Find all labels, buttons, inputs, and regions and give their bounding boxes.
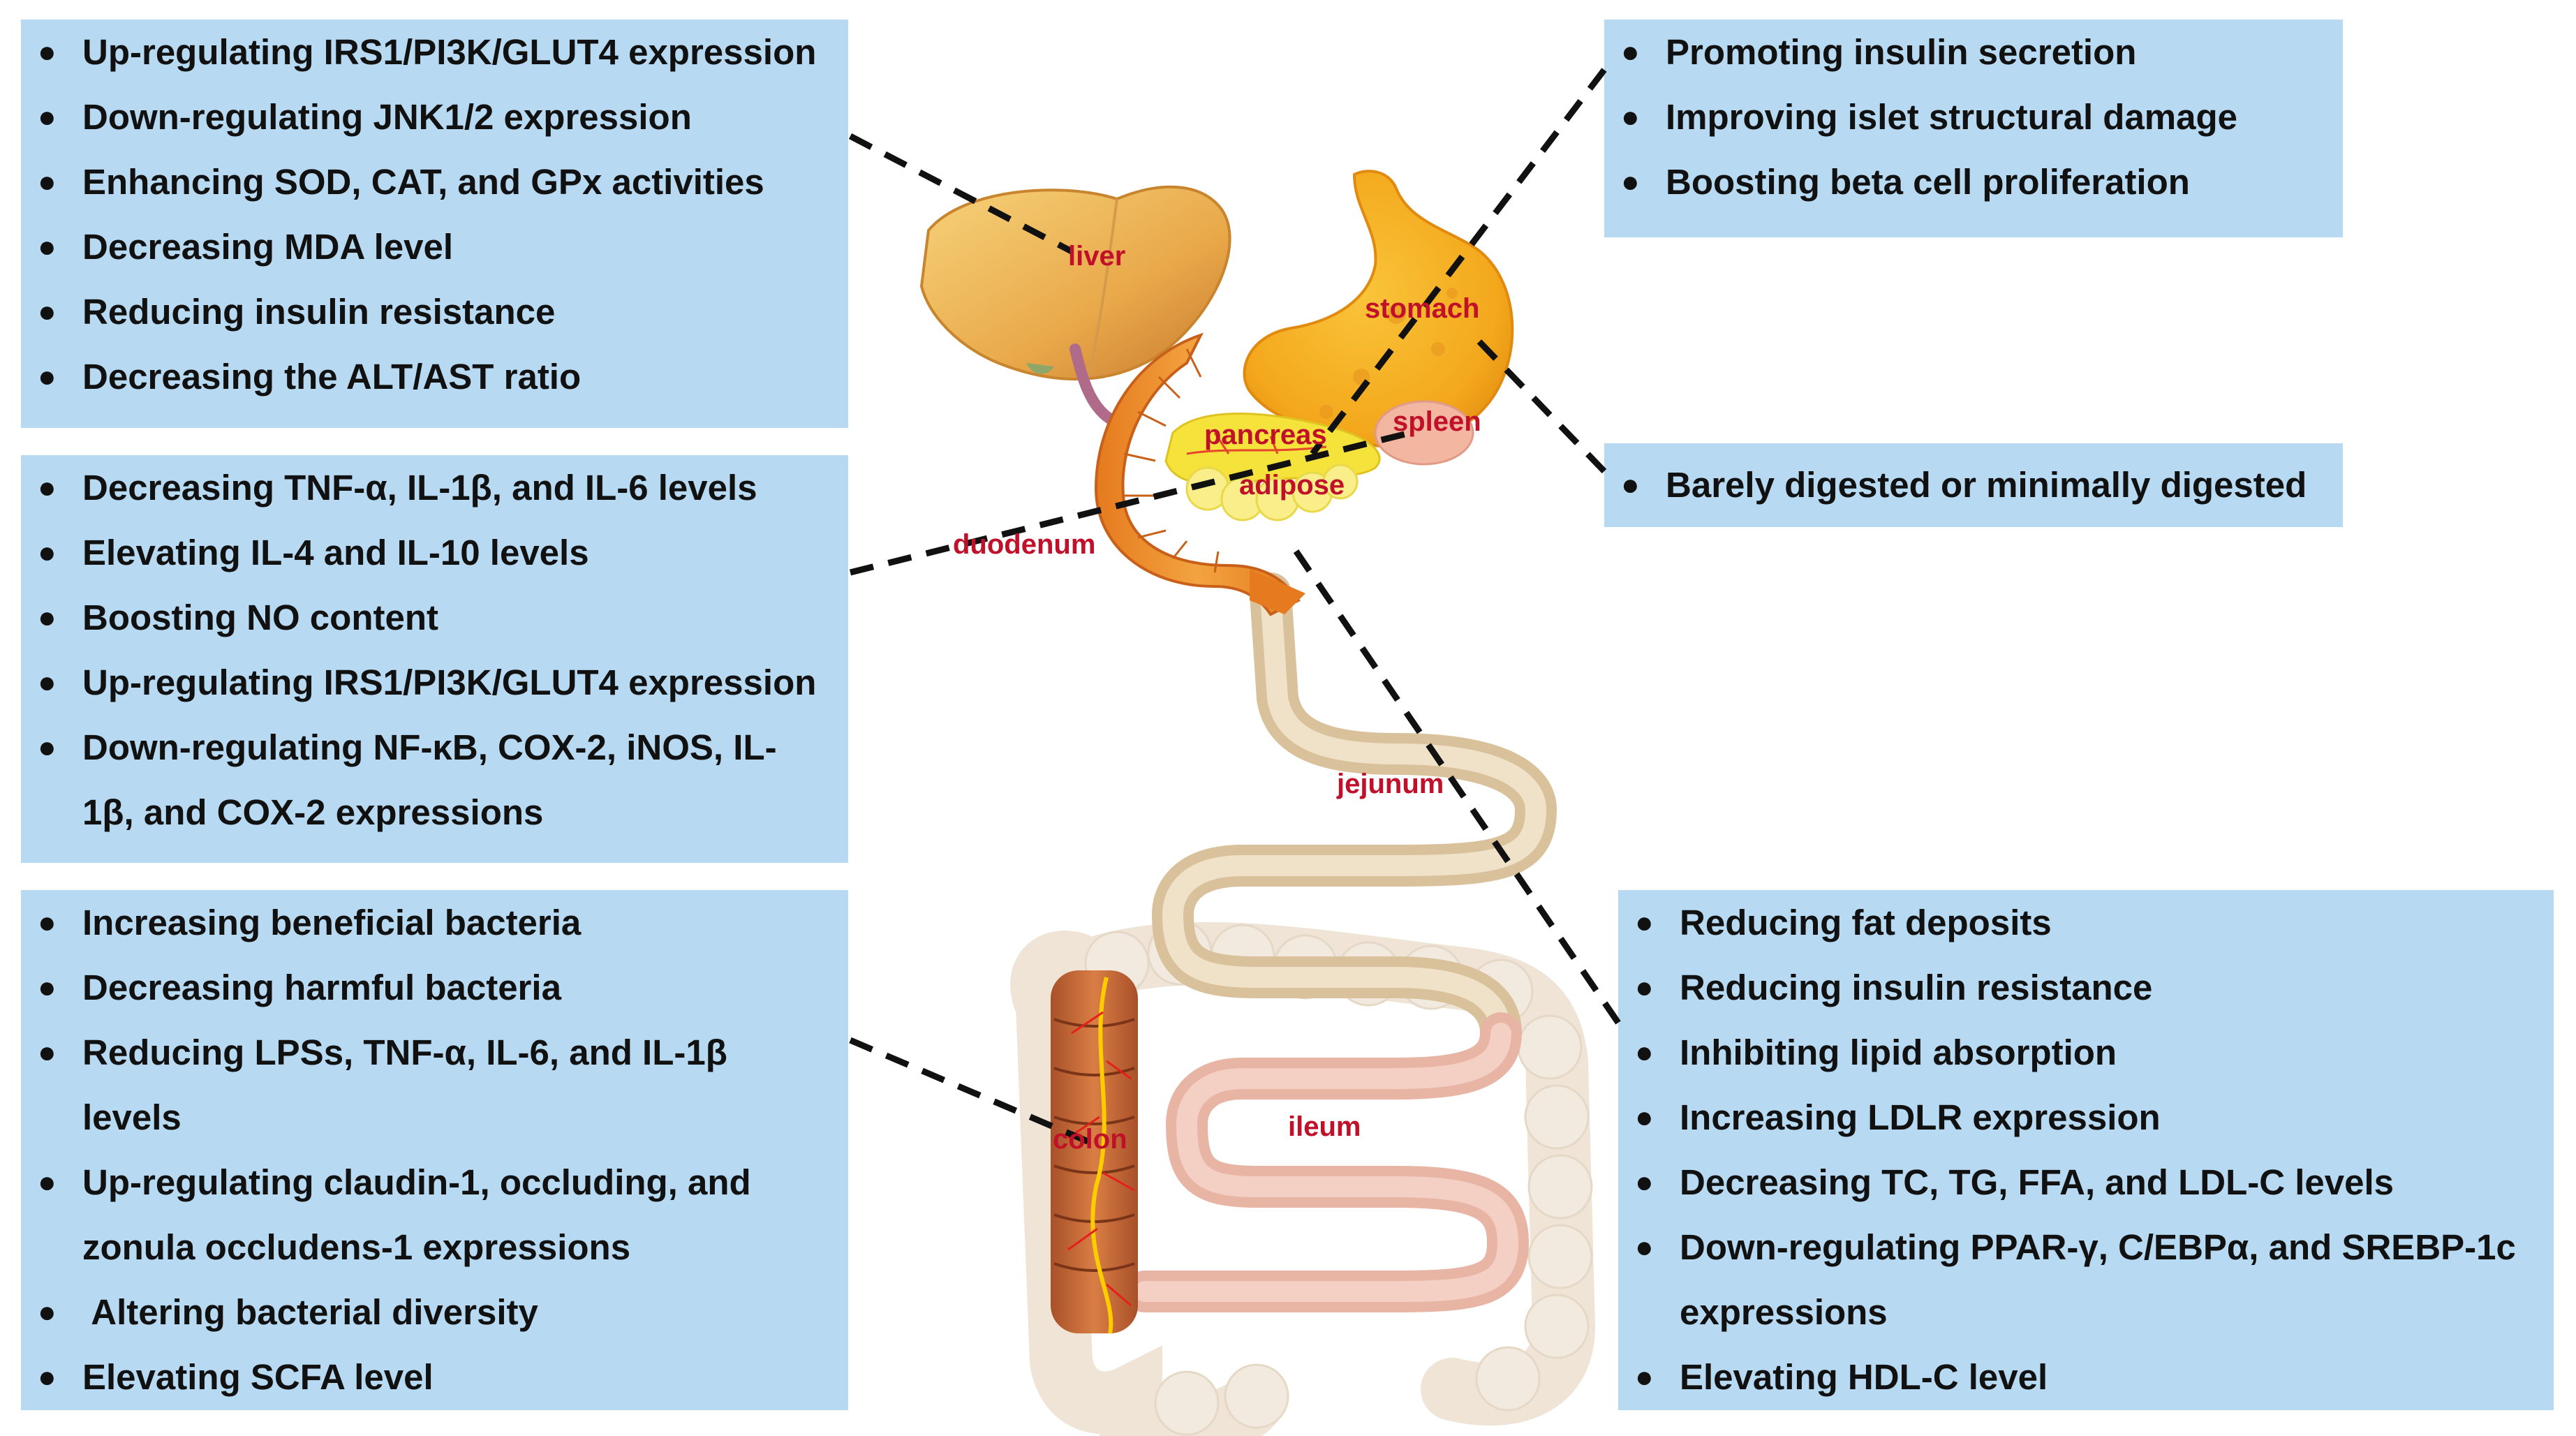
adipose-shape	[1185, 464, 1359, 521]
colon-effects-box: Increasing beneficial bacteria Decreasin…	[21, 890, 848, 1410]
pancreas-effects-list: Promoting insulin secretion Improving is…	[1604, 20, 2343, 214]
stomach-effects-box: Barely digested or minimally digested	[1604, 443, 2343, 527]
organ-label-liver: liver	[1068, 241, 1125, 272]
ileum-effects-box: Reducing fat deposits Reducing insulin r…	[1618, 890, 2554, 1410]
list-item: Down-regulating NF-κB, COX-2, iNOS, IL-1…	[21, 715, 848, 845]
list-item: Increasing beneficial bacteria	[21, 890, 848, 955]
leader-line-duodenum	[849, 429, 1412, 576]
list-item: Up-regulating IRS1/PI3K/GLUT4 expression	[21, 650, 848, 715]
list-item: Promoting insulin secretion	[1604, 20, 2343, 84]
list-item: Elevating HDL-C level	[1618, 1345, 2554, 1409]
organ-label-spleen: spleen	[1393, 406, 1481, 437]
organ-label-pancreas: pancreas	[1204, 420, 1327, 450]
list-item: Reducing fat deposits	[1618, 890, 2554, 955]
list-item: Inhibiting lipid absorption	[1618, 1020, 2554, 1085]
list-item: Barely digested or minimally digested	[1604, 443, 2343, 527]
colon-effects-list: Increasing beneficial bacteria Decreasin…	[21, 890, 848, 1409]
list-item: Improving islet structural damage	[1604, 84, 2343, 149]
organ-label-ileum: ileum	[1288, 1111, 1361, 1142]
liver-effects-list: Up-regulating IRS1/PI3K/GLUT4 expression…	[21, 20, 848, 409]
duodenum-effects-box: Decreasing TNF-α, IL-1β, and IL-6 levels…	[21, 455, 848, 863]
list-item: Elevating SCFA level	[21, 1345, 848, 1409]
leader-line-stomach	[1470, 332, 1607, 474]
list-item: Reducing LPSs, TNF-α, IL-6, and IL-1β le…	[21, 1020, 848, 1150]
list-item: Reducing insulin resistance	[1618, 955, 2554, 1020]
organ-label-colon: colon	[1053, 1124, 1127, 1155]
organ-label-stomach: stomach	[1365, 293, 1480, 324]
list-item: Decreasing TC, TG, FFA, and LDL-C levels	[1618, 1150, 2554, 1215]
pancreas-effects-box: Promoting insulin secretion Improving is…	[1604, 20, 2343, 237]
list-item: Boosting beta cell proliferation	[1604, 149, 2343, 214]
organ-label-adipose: adipose	[1239, 470, 1345, 501]
list-item: Decreasing the ALT/AST ratio	[21, 344, 848, 409]
list-item: Reducing insulin resistance	[21, 279, 848, 344]
list-item: Down-regulating PPAR-γ, C/EBPα, and SREB…	[1618, 1215, 2554, 1345]
leader-line-colon	[849, 1037, 1097, 1148]
ileum-effects-list: Reducing fat deposits Reducing insulin r…	[1618, 890, 2554, 1409]
list-item: Down-regulating JNK1/2 expression	[21, 84, 848, 149]
list-item: Decreasing harmful bacteria	[21, 955, 848, 1020]
list-item: Decreasing TNF-α, IL-1β, and IL-6 levels	[21, 455, 848, 520]
list-item: Up-regulating IRS1/PI3K/GLUT4 expression	[21, 20, 848, 84]
organ-label-duodenum: duodenum	[953, 529, 1095, 560]
list-item: Elevating IL-4 and IL-10 levels	[21, 520, 848, 585]
leader-line-ileum	[1289, 542, 1621, 1025]
list-item: Decreasing MDA level	[21, 214, 848, 279]
leader-line-liver	[848, 133, 1074, 254]
list-item: Boosting NO content	[21, 585, 848, 650]
list-item: Up-regulating claudin-1, occluding, and …	[21, 1150, 848, 1280]
list-item: Increasing LDLR expression	[1618, 1085, 2554, 1150]
leader-lines	[848, 68, 1621, 1148]
list-item: Enhancing SOD, CAT, and GPx activities	[21, 149, 848, 214]
duodenum-effects-list: Decreasing TNF-α, IL-1β, and IL-6 levels…	[21, 455, 848, 845]
liver-shape	[919, 185, 1231, 424]
colon-segments	[1051, 970, 1138, 1334]
spleen-shape	[1374, 400, 1474, 466]
liver-effects-box: Up-regulating IRS1/PI3K/GLUT4 expression…	[21, 20, 848, 428]
leader-line-pancreas	[1310, 68, 1607, 456]
organ-label-jejunum: jejunum	[1336, 769, 1444, 799]
list-item: Altering bacterial diversity	[21, 1280, 848, 1345]
stomach-effects-list: Barely digested or minimally digested	[1604, 443, 2343, 527]
